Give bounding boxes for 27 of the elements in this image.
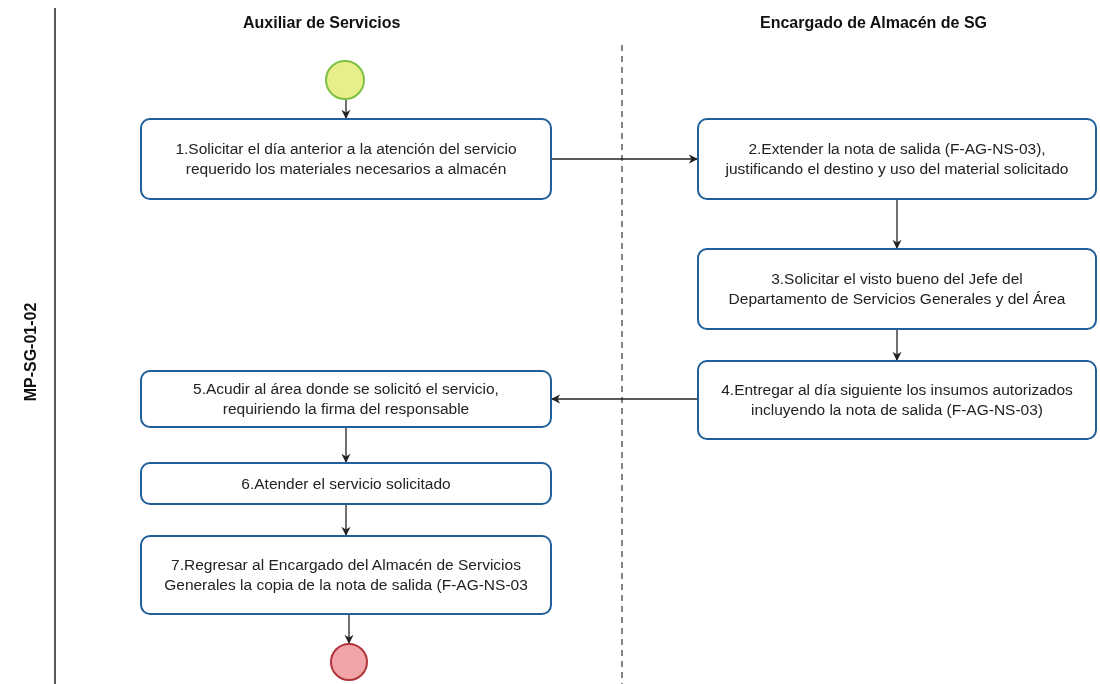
step-text: 4.Entregar al día siguiente los insumos autorizados incluyendo la nota de salida (F-AG-NS-03) bbox=[721, 380, 1073, 420]
arrow bbox=[341, 504, 351, 536]
lane-header: Auxiliar de Servicios bbox=[243, 14, 401, 32]
process-box bbox=[697, 118, 1097, 200]
start-circle bbox=[325, 60, 365, 100]
step-text: 7.Regresar al Encargado del Almacén de Servicios Generales la copia de la nota de salida (F-AG-NS-03 bbox=[164, 555, 528, 595]
arrow bbox=[344, 614, 354, 644]
step-text: 1.Solicitar el día anterior a la atención del servicio requerido los materiales necesarios a almacén bbox=[174, 139, 518, 179]
arrow bbox=[551, 154, 698, 164]
process-box bbox=[140, 118, 552, 200]
step-text: 6.Atender el servicio solicitado bbox=[241, 473, 451, 494]
step-text: 2.Extender la nota de salida (F-AG-NS-03), justificando el destino y uso del material solicitado bbox=[724, 139, 1070, 179]
process-box bbox=[140, 370, 552, 428]
lane-header: Encargado de Almacén de SG bbox=[760, 14, 988, 32]
step-text: 3.Solicitar el visto bueno del Jefe del Departamento de Servicios Generales y del Área bbox=[727, 269, 1067, 309]
end-circle bbox=[330, 643, 368, 681]
arrow bbox=[892, 329, 902, 361]
process-box bbox=[697, 360, 1097, 440]
step-text: 5.Acudir al área donde se solicitó el servicio, requiriendo la firma del responsable bbox=[192, 379, 500, 419]
arrow bbox=[341, 427, 351, 463]
process-box bbox=[140, 462, 552, 505]
process-box bbox=[697, 248, 1097, 330]
arrow bbox=[341, 99, 351, 119]
process-box bbox=[140, 535, 552, 615]
document-code: MP-SG-01-02 bbox=[22, 302, 41, 402]
arrow bbox=[551, 394, 698, 404]
arrow bbox=[892, 199, 902, 249]
